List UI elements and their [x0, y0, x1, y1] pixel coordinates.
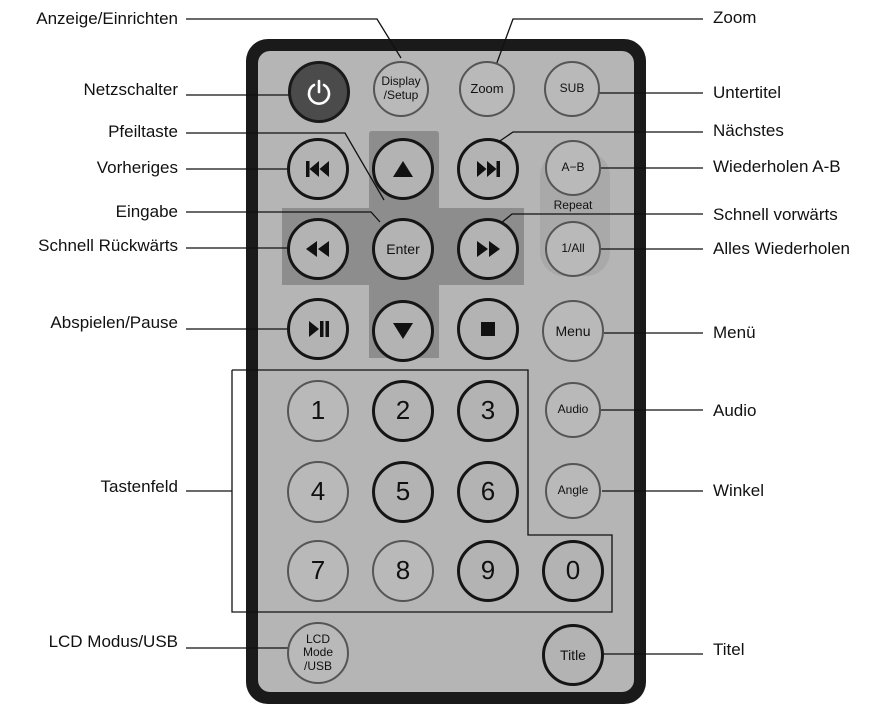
arrow-down-button[interactable] — [372, 300, 434, 362]
menu-button[interactable]: Menu — [542, 300, 604, 362]
digit-3-label: 3 — [480, 395, 496, 426]
arrow-up-icon — [393, 161, 413, 177]
digit-4-label: 4 — [310, 476, 326, 507]
next-button[interactable] — [457, 138, 519, 200]
power-button[interactable] — [288, 61, 350, 123]
keypad-outline — [231, 369, 613, 613]
usb-label: /USB — [303, 658, 332, 673]
digit-1-button[interactable]: 1 — [287, 380, 349, 442]
label-anzeige-einrichten: Anzeige/Einrichten — [36, 9, 178, 28]
lcd-mode-usb-button[interactable]: LCD Mode /USB — [287, 622, 349, 684]
label-menue: Menü — [713, 323, 756, 342]
label-titel: Titel — [713, 640, 745, 659]
lcd-label: LCD — [305, 632, 330, 647]
enter-button-label: Enter — [386, 240, 420, 257]
display-label: Display — [381, 74, 421, 89]
power-icon — [307, 79, 331, 105]
digit-2-label: 2 — [395, 395, 411, 426]
label-vorheriges: Vorheriges — [96, 158, 178, 177]
subtitle-button[interactable]: SUB — [544, 61, 600, 117]
display-setup-button[interactable]: Display/Setup — [373, 61, 429, 117]
digit-6-button[interactable]: 6 — [457, 461, 519, 523]
label-netzschalter: Netzschalter — [83, 80, 178, 99]
audio-button-label: Audio — [557, 402, 589, 417]
label-abspielen-pause: Abspielen/Pause — [50, 313, 178, 332]
skip-next-icon — [477, 161, 500, 177]
enter-button[interactable]: Enter — [372, 218, 434, 280]
menu-button-label: Menu — [555, 322, 591, 339]
zoom-button-label: Zoom — [470, 80, 504, 96]
label-schnell-rueckwaerts: Schnell Rückwärts — [38, 236, 178, 255]
rewind-button[interactable] — [287, 218, 349, 280]
ab-button-label: A−B — [561, 160, 585, 175]
leader-lines-left — [186, 18, 402, 649]
digit-3-button[interactable]: 3 — [457, 380, 519, 442]
angle-button[interactable]: Angle — [545, 463, 601, 519]
zoom-button[interactable]: Zoom — [459, 61, 515, 117]
digit-1-label: 1 — [310, 395, 326, 426]
label-lcd-modus-usb: LCD Modus/USB — [48, 632, 178, 651]
digit-0-label: 0 — [565, 555, 581, 586]
repeat-group-label: Repeat — [553, 198, 593, 212]
audio-button[interactable]: Audio — [545, 382, 601, 438]
digit-0-button[interactable]: 0 — [542, 540, 604, 602]
one-all-button-label: 1/All — [561, 241, 585, 256]
title-button[interactable]: Title — [542, 624, 604, 686]
label-schnell-vorwaerts: Schnell vorwärts — [713, 205, 838, 224]
digit-8-button[interactable]: 8 — [372, 540, 434, 602]
skip-previous-icon — [306, 161, 329, 177]
previous-button[interactable] — [287, 138, 349, 200]
label-untertitel: Untertitel — [713, 83, 782, 102]
label-pfeiltaste: Pfeiltaste — [108, 122, 178, 141]
digit-6-label: 6 — [480, 476, 496, 507]
label-eingabe: Eingabe — [115, 202, 178, 221]
digit-8-label: 8 — [395, 555, 411, 586]
label-audio: Audio — [713, 401, 757, 420]
title-button-label: Title — [560, 646, 586, 663]
play-pause-button[interactable] — [287, 298, 349, 360]
label-zoom: Zoom — [713, 8, 757, 27]
label-alles-wiederholen: Alles Wiederholen — [713, 239, 851, 258]
arrow-down-icon — [393, 323, 413, 339]
fast-forward-button[interactable] — [457, 218, 519, 280]
stop-button[interactable] — [457, 298, 519, 360]
setup-label: /Setup — [383, 88, 419, 102]
label-wiederholen-ab: Wiederholen A-B — [713, 157, 841, 176]
stop-icon — [481, 322, 495, 336]
digit-5-label: 5 — [395, 476, 411, 507]
label-naechstes: Nächstes — [713, 121, 784, 140]
digit-9-label: 9 — [480, 555, 496, 586]
repeat-ab-button[interactable]: A−B — [545, 140, 601, 196]
digit-9-button[interactable]: 9 — [457, 540, 519, 602]
digit-4-button[interactable]: 4 — [287, 461, 349, 523]
play-pause-icon — [309, 321, 329, 337]
angle-button-label: Angle — [557, 483, 589, 498]
label-winkel: Winkel — [713, 481, 765, 500]
digit-7-button[interactable]: 7 — [287, 540, 349, 602]
digit-7-label: 7 — [310, 555, 326, 586]
digit-5-button[interactable]: 5 — [372, 461, 434, 523]
mode-label: Mode — [302, 645, 334, 660]
digit-2-button[interactable]: 2 — [372, 380, 434, 442]
label-tastenfeld: Tastenfeld — [100, 477, 179, 496]
rewind-icon — [306, 241, 329, 257]
repeat-all-button[interactable]: 1/All — [545, 221, 601, 277]
arrow-up-button[interactable] — [372, 138, 434, 200]
fast-forward-icon — [477, 241, 500, 257]
sub-button-label: SUB — [559, 81, 585, 96]
